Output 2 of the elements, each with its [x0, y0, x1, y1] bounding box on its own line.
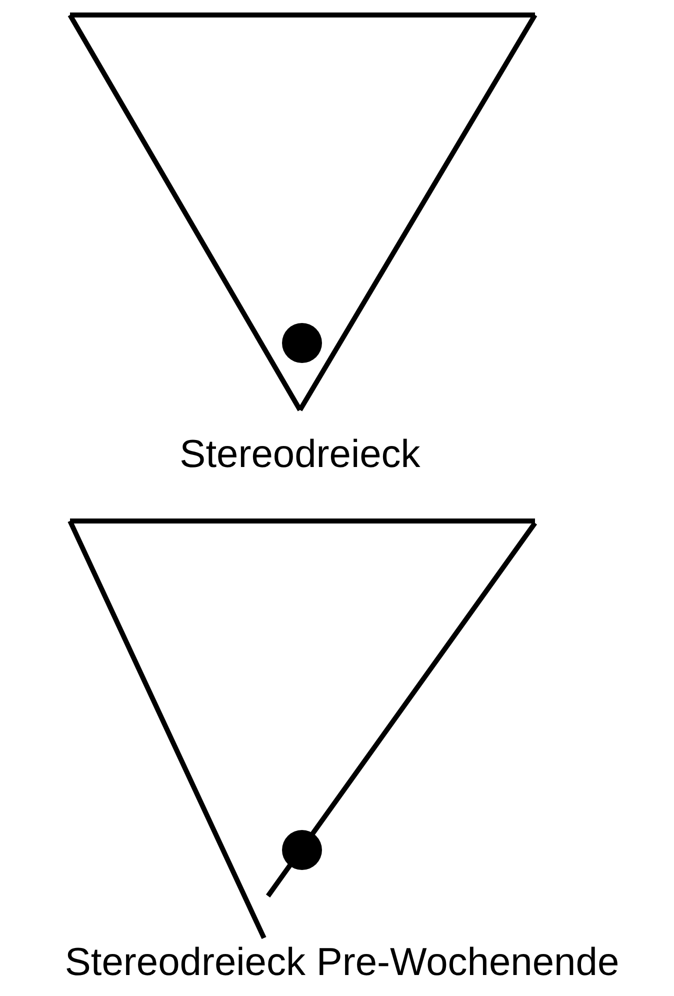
caption-text: Stereodreieck: [180, 432, 420, 478]
caption-text: Stereodreieck Pre-Wochenende: [64, 940, 620, 986]
